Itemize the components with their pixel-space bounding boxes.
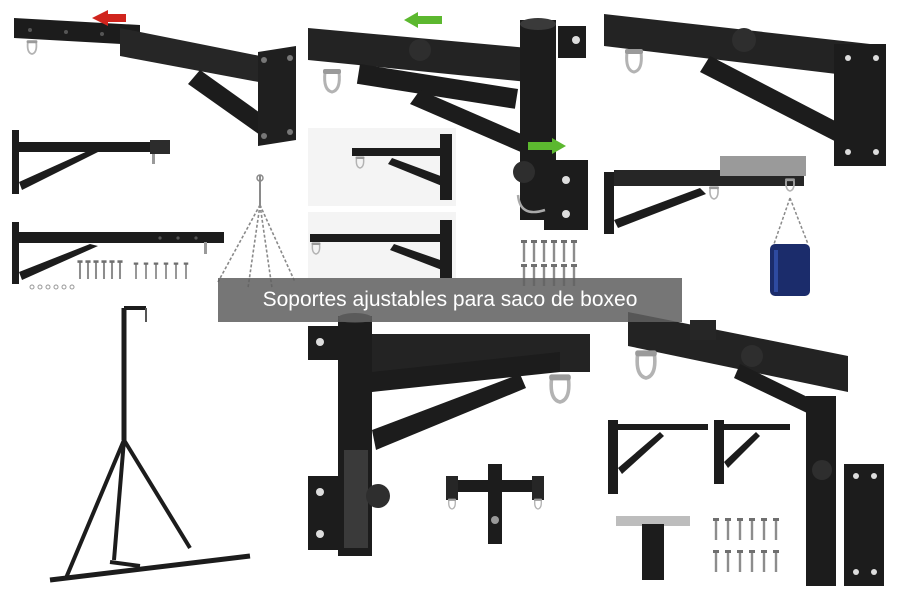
- caption-banner: Soportes ajustables para saco de boxeo: [218, 278, 682, 322]
- bracket-bottom-center: [308, 313, 590, 556]
- caption-text: Soportes ajustables para saco de boxeo: [262, 288, 638, 311]
- bracket-with-punching-bag: [604, 156, 810, 296]
- hanging-chain: [217, 174, 296, 289]
- bracket-thumbnails: [608, 420, 790, 580]
- hardware-screws-row: [29, 260, 189, 290]
- bracket-bottom-right: [628, 312, 884, 586]
- bracket-extended-topleft: [14, 18, 296, 146]
- inset-bracket-views: [308, 128, 456, 278]
- freestanding-bag-stand: [49, 306, 251, 583]
- red-arrow-icon: [92, 10, 126, 26]
- bracket-side-short: [12, 130, 170, 194]
- bracket-top-right: [604, 14, 886, 166]
- green-arrow-icon: [404, 12, 566, 154]
- bracket-side-long: [12, 222, 224, 284]
- bracket-swivel-top-center: [308, 18, 588, 230]
- bracket-small-tee: [446, 464, 544, 544]
- hardware-bolts-right: [713, 518, 779, 572]
